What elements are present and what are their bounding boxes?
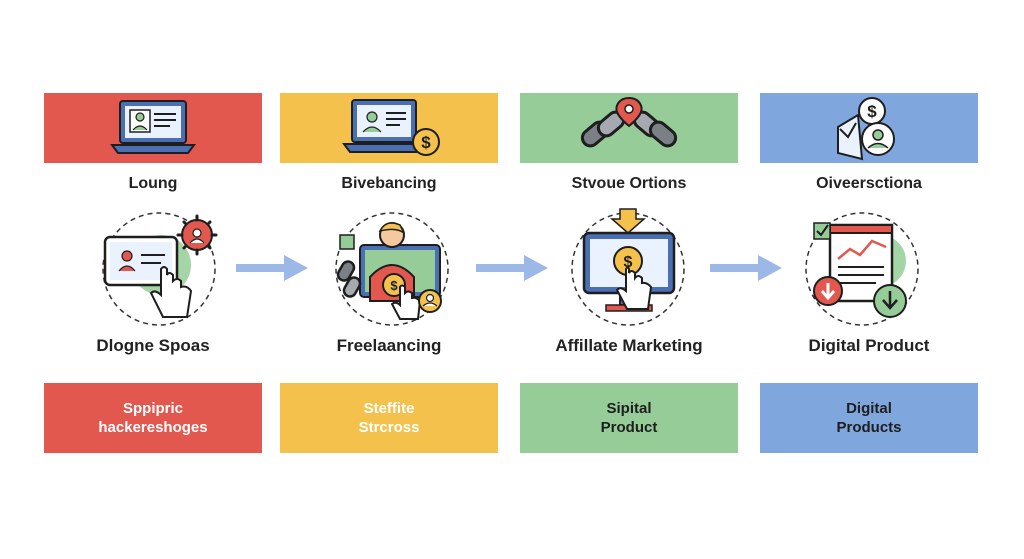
flow-arrow-3 xyxy=(710,255,782,281)
stage-2-top-card: $ xyxy=(280,93,498,163)
stage-4-top-card: $ xyxy=(760,93,978,163)
stage-1-bottom-card: Sppipric hackereshoges xyxy=(44,383,262,453)
stage-4-bottom-line-2: Products xyxy=(836,419,902,436)
svg-text:$: $ xyxy=(867,102,877,121)
monitor-coin-icon: $ xyxy=(571,208,685,326)
stage-1-bottom-line-2: hackereshoges xyxy=(98,419,208,436)
stage-4-main-label: Digital Product xyxy=(808,336,930,355)
stage-4-bottom-line-1: Digital xyxy=(846,400,892,417)
stage-4-top-label: Oiveersctiona xyxy=(816,175,922,192)
stage-3-main-label: Affillate Marketing xyxy=(555,336,703,355)
svg-text:$: $ xyxy=(624,254,633,271)
stage-2-bottom-line-2: Strcross xyxy=(358,419,420,436)
stage-1-top-label: Loung xyxy=(128,175,178,192)
stage-1-top-card xyxy=(44,93,262,163)
stage-3-top-card xyxy=(520,93,738,163)
stage-1-main-label: Dlogne Spoas xyxy=(96,336,210,355)
stage-2-top-label: Bivebancing xyxy=(341,175,437,192)
svg-text:$: $ xyxy=(390,278,398,293)
stage-3-bottom-line-1: Sipital xyxy=(606,400,652,417)
dollar-profile-icon: $ xyxy=(837,97,895,161)
laptop-profile-icon xyxy=(110,100,196,154)
laptop-dollar-icon: $ xyxy=(342,99,440,156)
stage-4-bottom-card: Digital Products xyxy=(760,383,978,453)
stage-2-bottom-text: Steffite Strcross xyxy=(359,399,420,437)
stage-2-main-label: Freelaancing xyxy=(336,336,442,355)
flow-arrow-1 xyxy=(236,255,308,281)
svg-text:$: $ xyxy=(421,133,431,152)
stage-4-bottom-text: Digital Products xyxy=(836,399,901,437)
stage-3-bottom-line-2: Product xyxy=(600,419,658,436)
flow-arrow-2 xyxy=(476,255,548,281)
freelancer-icon: $ xyxy=(335,212,449,326)
digital-document-icon xyxy=(805,212,919,326)
stage-2-bottom-line-1: Steffite xyxy=(363,400,415,417)
stage-1-bottom-text: Sppipric hackereshoges xyxy=(98,399,207,437)
tablet-tap-icon xyxy=(102,212,218,326)
stage-3-bottom-text: Sipital Product xyxy=(601,399,658,437)
stage-3-bottom-card: Sipital Product xyxy=(520,383,738,453)
stage-3-top-label: Stvoue Ortions xyxy=(571,175,687,192)
chain-link-icon xyxy=(580,96,678,148)
stage-1-bottom-line-1: Sppipric xyxy=(122,400,183,417)
stage-2-bottom-card: Steffite Strcross xyxy=(280,383,498,453)
